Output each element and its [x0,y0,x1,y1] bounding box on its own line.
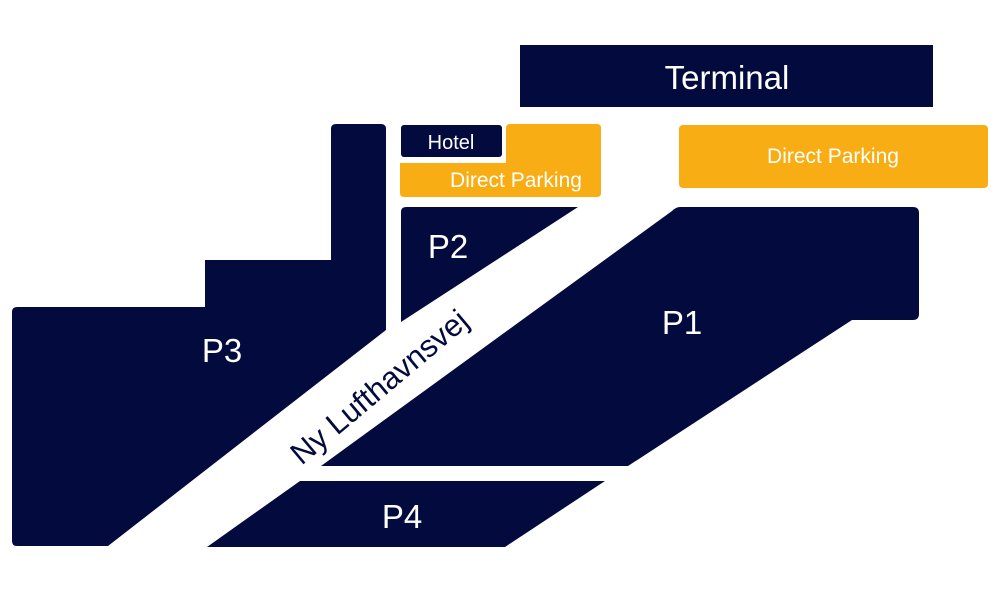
p2-label: P2 [428,228,468,265]
direct-parking-right-label: Direct Parking [767,145,899,168]
hotel-shape [401,125,502,157]
terminal-shape [520,45,933,107]
p3-label: P3 [202,332,242,369]
p1-zone[interactable]: P1 [321,207,919,466]
hotel-label: Hotel [428,132,475,154]
p2-zone[interactable]: P2 [401,207,578,322]
p1-label: P1 [662,304,702,341]
p4-zone[interactable]: P4 [207,481,605,547]
p3-zone[interactable]: P3 [12,124,386,546]
direct-parking-right-zone[interactable]: Direct Parking [679,125,988,188]
p3-shape [12,124,386,546]
terminal-zone[interactable]: Terminal [520,45,933,107]
p2-shape [401,207,578,322]
direct-parking-left-label: Direct Parking [450,169,582,192]
p1-shape [321,207,919,466]
direct-parking-right-shape [679,125,988,188]
hotel-zone[interactable]: Hotel [401,125,502,157]
direct-parking-left-shape [400,124,601,197]
terminal-label: Terminal [665,59,790,96]
p4-label: P4 [382,498,422,535]
p4-shape [207,481,605,547]
direct-parking-left-zone[interactable]: Direct Parking [400,124,601,197]
